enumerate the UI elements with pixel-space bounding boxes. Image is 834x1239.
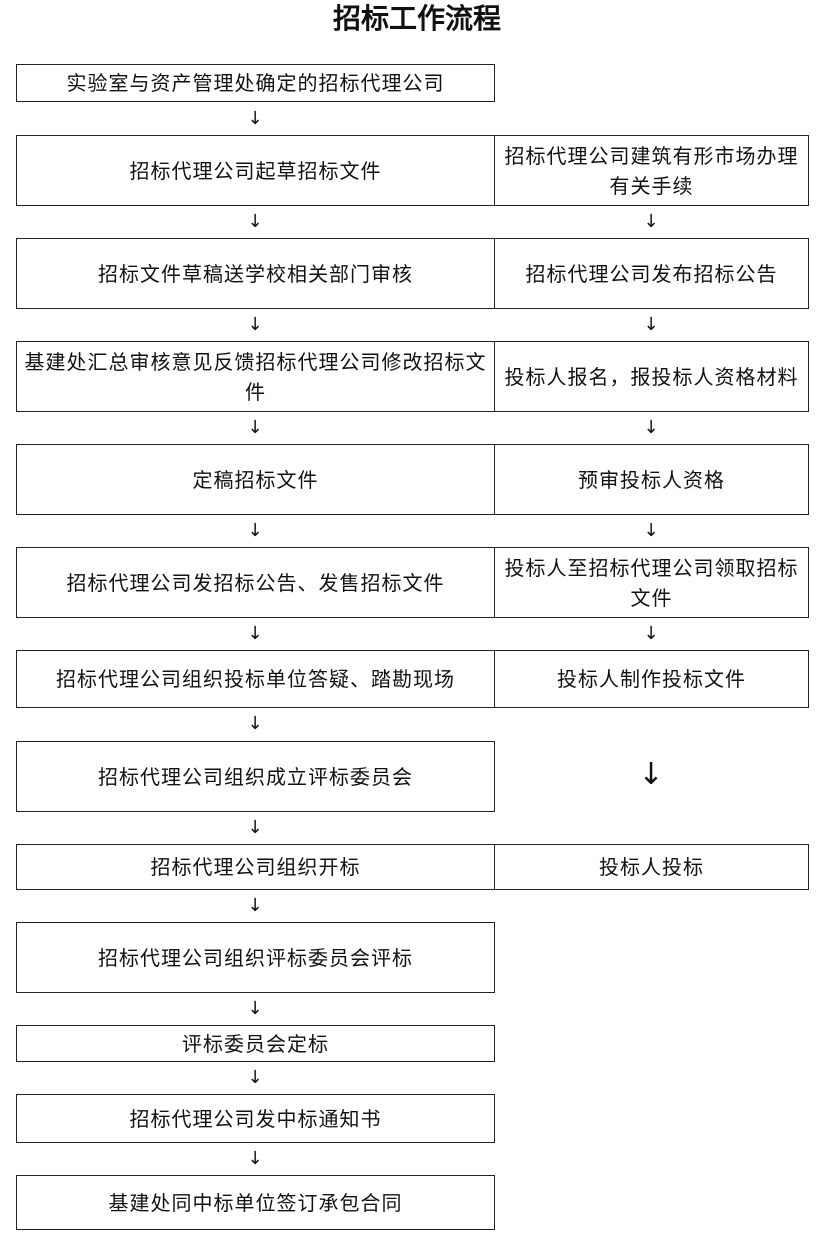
step-collect-documents: 投标人至招标代理公司领取招标文件 <box>495 547 809 618</box>
step-submit-bid: 投标人投标 <box>495 844 809 890</box>
step-text: 评标委员会定标 <box>182 1031 329 1056</box>
step-text: 招标代理公司组织投标单位答疑、踏勘现场 <box>56 667 455 691</box>
step-prequalify: 预审投标人资格 <box>495 444 809 515</box>
arrow-down-icon: ↓ <box>247 817 263 838</box>
step-text: 定稿招标文件 <box>192 467 319 492</box>
arrow-down-icon: ↓ <box>247 520 263 541</box>
step-text: 招标代理公司组织开标 <box>150 855 361 879</box>
arrow-down-icon: ↓ <box>247 1148 263 1169</box>
step-publish-notice: 招标代理公司发布招标公告 <box>495 238 809 309</box>
arrow-down-icon: ↓ <box>247 998 263 1019</box>
arrow-down-icon: ↓ <box>643 623 659 644</box>
step-text: 投标人至招标代理公司领取招标文件 <box>504 555 799 610</box>
step-text: 预审投标人资格 <box>578 467 725 492</box>
step-finalize-documents: 定稿招标文件 <box>16 444 495 515</box>
step-text: 招标代理公司发中标通知书 <box>129 1106 382 1131</box>
step-text: 招标代理公司组织评标委员会评标 <box>98 945 413 970</box>
arrow-down-icon: ↓ <box>247 211 263 232</box>
step-text: 招标代理公司建筑有形市场办理有关手续 <box>504 143 799 198</box>
step-award-notice: 招标代理公司发中标通知书 <box>16 1094 495 1143</box>
step-award-decision: 评标委员会定标 <box>16 1025 495 1062</box>
arrow-down-icon: ↓ <box>643 417 659 438</box>
step-text: 招标代理公司起草招标文件 <box>129 158 382 183</box>
step-bid-evaluation: 招标代理公司组织评标委员会评标 <box>16 922 495 993</box>
step-text: 基建处汇总审核意见反馈招标代理公司修改招标文件 <box>24 349 487 404</box>
step-review-draft: 招标文件草稿送学校相关部门审核 <box>16 238 495 309</box>
arrow-down-icon: ↓ <box>643 314 659 335</box>
step-text: 投标人投标 <box>599 855 704 879</box>
arrow-down-icon: ↓ <box>247 314 263 335</box>
step-bid-opening: 招标代理公司组织开标 <box>16 844 495 890</box>
page-title: 招标工作流程 <box>332 2 501 35</box>
step-market-procedures: 招标代理公司建筑有形市场办理有关手续 <box>495 135 809 206</box>
step-text: 招标代理公司发布招标公告 <box>525 261 778 286</box>
arrow-down-icon: ↓ <box>643 520 659 541</box>
arrow-down-icon: ↓ <box>247 623 263 644</box>
step-form-committee: 招标代理公司组织成立评标委员会 <box>16 741 495 812</box>
arrow-down-icon: ↓ <box>643 211 659 232</box>
arrow-down-icon: ↓ <box>638 757 664 792</box>
step-text: 投标人制作投标文件 <box>557 667 746 691</box>
step-prepare-bid: 投标人制作投标文件 <box>495 650 809 708</box>
arrow-down-icon: ↓ <box>247 108 263 129</box>
step-text: 基建处同中标单位签订承包合同 <box>108 1190 403 1215</box>
step-text: 实验室与资产管理处确定的招标代理公司 <box>66 71 445 95</box>
arrow-down-icon: ↓ <box>247 895 263 916</box>
step-feedback-revise: 基建处汇总审核意见反馈招标代理公司修改招标文件 <box>16 341 495 412</box>
step-sign-contract: 基建处同中标单位签订承包合同 <box>16 1175 495 1230</box>
step-sell-documents: 招标代理公司发招标公告、发售招标文件 <box>16 547 495 618</box>
step-text: 招标代理公司组织成立评标委员会 <box>98 764 413 789</box>
step-site-visit: 招标代理公司组织投标单位答疑、踏勘现场 <box>16 650 495 708</box>
step-draft-documents: 招标代理公司起草招标文件 <box>16 135 495 206</box>
step-text: 招标文件草稿送学校相关部门审核 <box>98 261 413 286</box>
arrow-down-icon: ↓ <box>247 1067 263 1088</box>
step-confirm-agency: 实验室与资产管理处确定的招标代理公司 <box>16 64 495 102</box>
arrow-down-icon: ↓ <box>247 713 263 734</box>
step-text: 招标代理公司发招标公告、发售招标文件 <box>66 570 445 595</box>
step-text: 投标人报名，报投标人资格材料 <box>504 364 799 389</box>
step-bidder-register: 投标人报名，报投标人资格材料 <box>495 341 809 412</box>
arrow-down-icon: ↓ <box>247 417 263 438</box>
